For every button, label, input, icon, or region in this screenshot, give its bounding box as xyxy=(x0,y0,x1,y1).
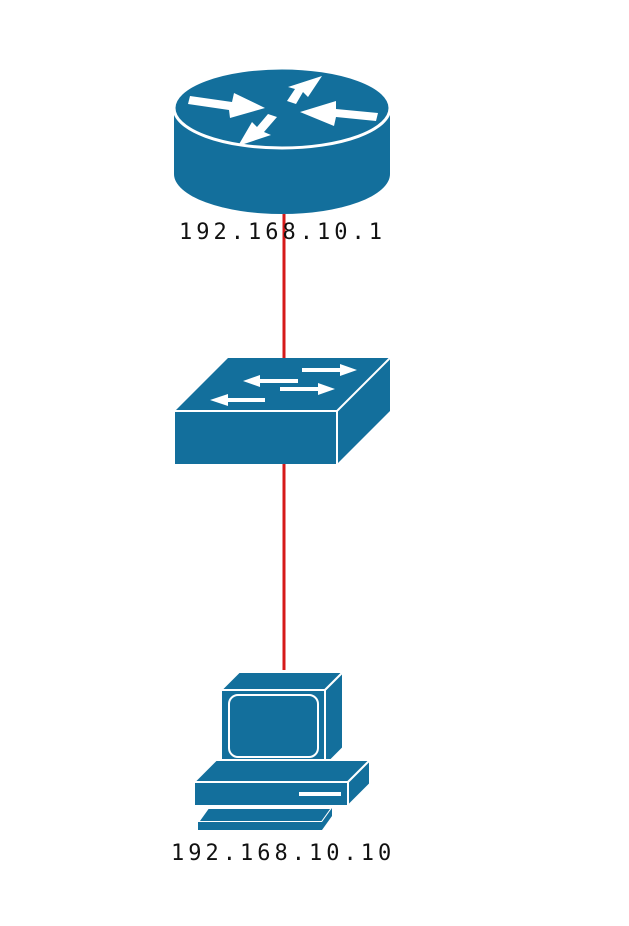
router-icon xyxy=(172,66,392,214)
router-ip-label: 192.168.10.1 xyxy=(179,220,386,245)
pc-ip-label: 192.168.10.10 xyxy=(171,841,396,866)
switch-icon xyxy=(175,357,391,464)
workstation-icon xyxy=(191,669,373,830)
